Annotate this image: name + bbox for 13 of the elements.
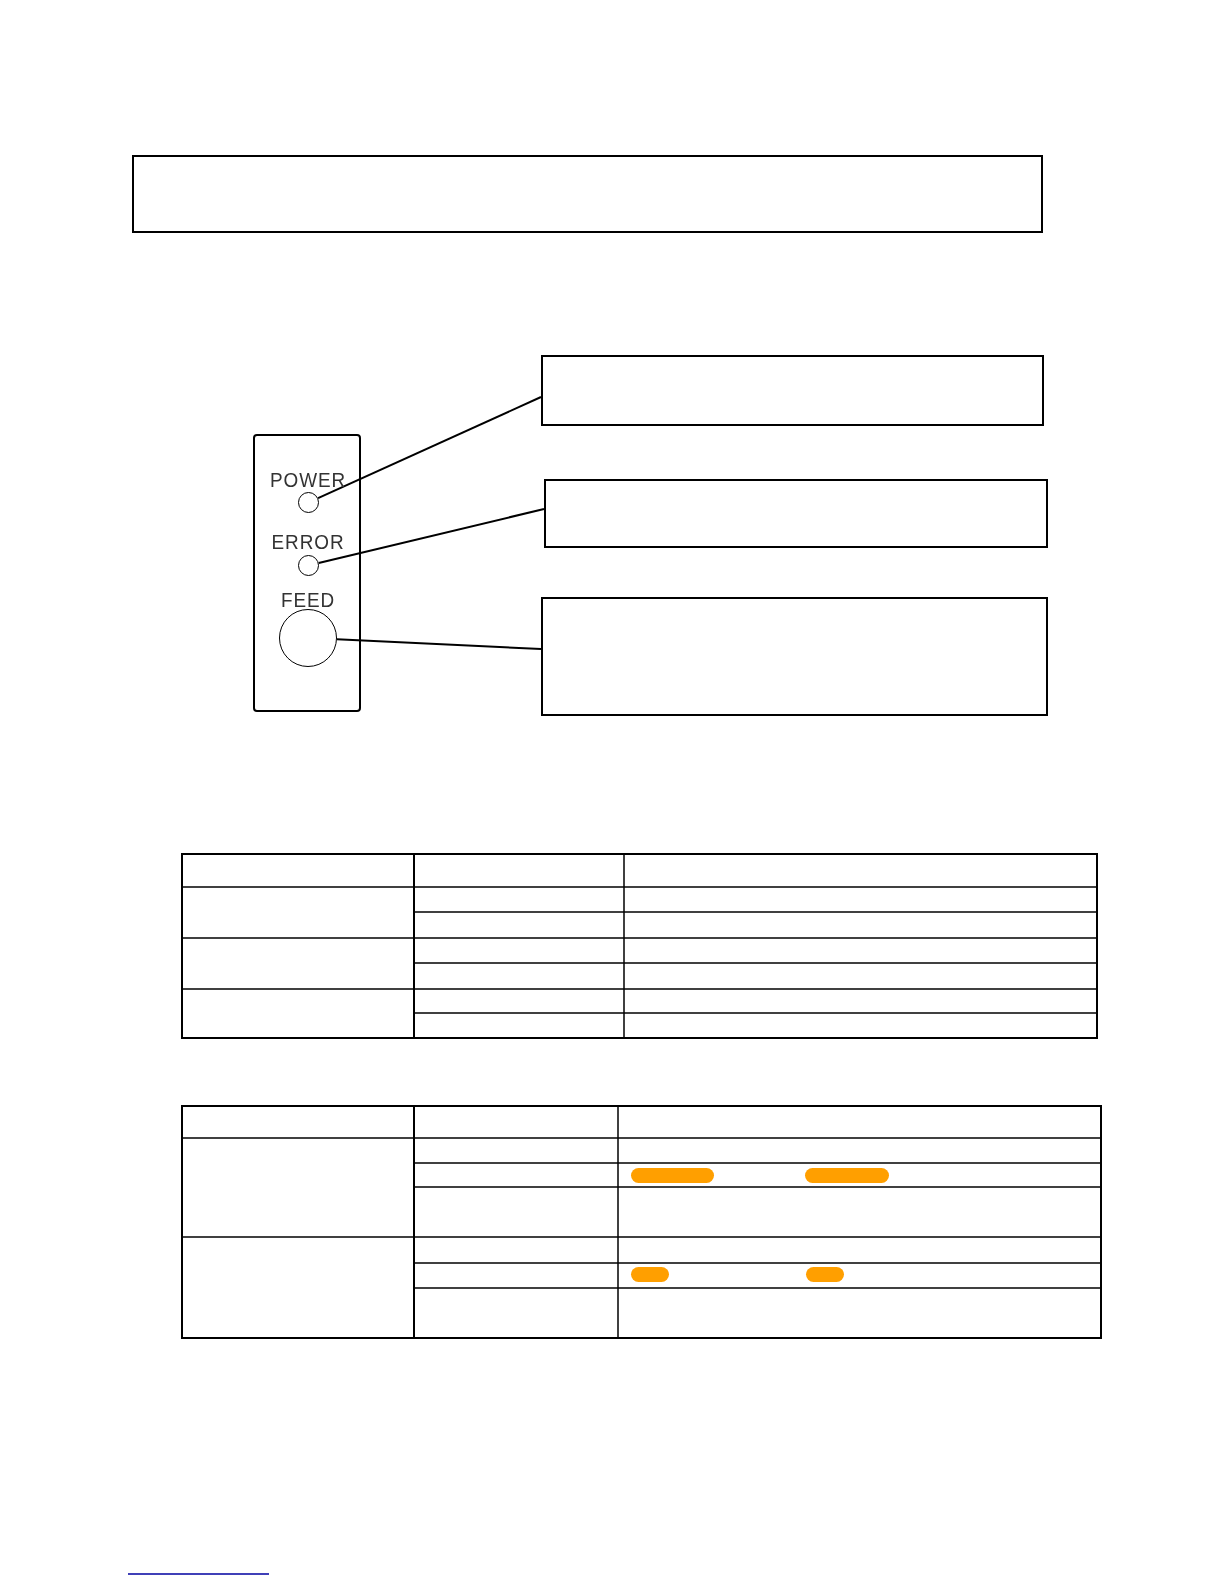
control-panel <box>253 434 361 712</box>
leader-line <box>335 638 542 650</box>
callout-box <box>132 155 1043 233</box>
leader-line <box>317 508 545 565</box>
panel-label: FEED <box>280 587 336 614</box>
callout-box <box>544 479 1048 548</box>
indicator-lamp <box>298 555 319 576</box>
panel-label: POWER <box>269 467 347 494</box>
leader-line <box>317 396 542 500</box>
callout-box <box>541 355 1044 426</box>
indicator-lamp <box>298 492 319 513</box>
callout-box <box>541 597 1048 716</box>
panel-label: ERROR <box>271 529 345 556</box>
